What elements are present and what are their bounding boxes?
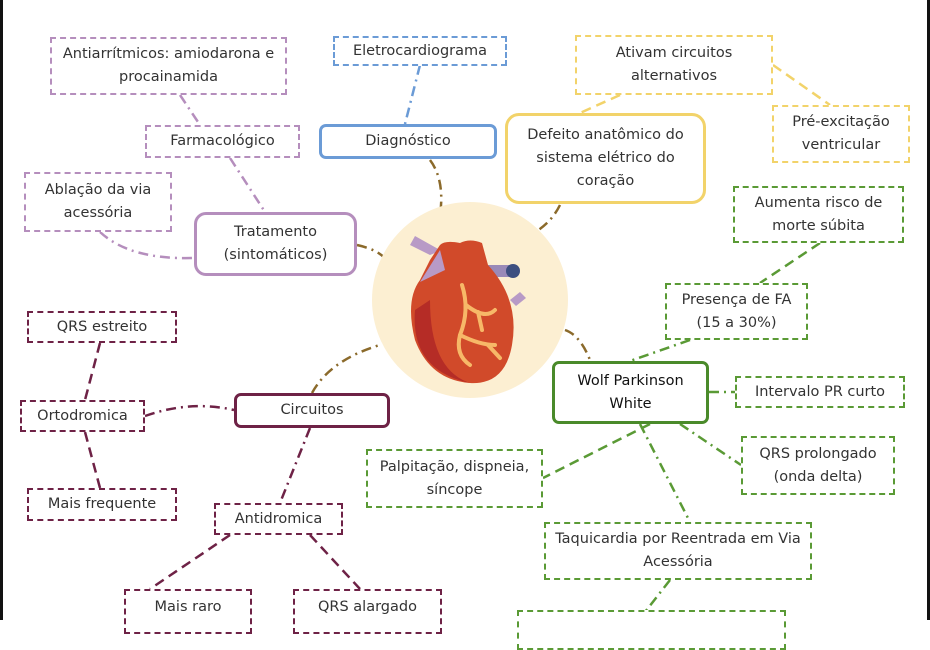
node-qrs-alargado: QRS alargado bbox=[293, 589, 442, 634]
node-antidromica: Antidromica bbox=[214, 503, 343, 535]
node-farmacologico: Farmacológico bbox=[145, 125, 300, 158]
node-qrs-estreito: QRS estreito bbox=[27, 311, 177, 343]
link-tratamento bbox=[356, 243, 390, 263]
node-defeito: Defeito anatômico do sistema elétrico do… bbox=[505, 113, 706, 204]
node-mais-raro: Mais raro bbox=[124, 589, 252, 634]
heart-icon bbox=[410, 236, 526, 384]
node-ablacao: Ablação da via acessória bbox=[24, 172, 172, 232]
node-tratamento: Tratamento (sintomáticos) bbox=[194, 212, 357, 276]
link-defeito bbox=[529, 204, 562, 237]
node-ativam: Ativam circuitos alternativos bbox=[575, 35, 773, 95]
connectors bbox=[83, 63, 831, 613]
node-pre-excitacao: Pré-excitação ventricular bbox=[772, 105, 910, 163]
node-presenca-fa: Presença de FA (15 a 30%) bbox=[665, 283, 808, 340]
node-antiarritmicos: Antiarrítmicos: amiodarona e procainamid… bbox=[50, 37, 287, 95]
node-qrs-prolongado: QRS prolongado (onda delta) bbox=[741, 436, 895, 495]
node-ortodromica: Ortodromica bbox=[20, 400, 145, 432]
node-eletrocardiograma: Eletrocardiograma bbox=[333, 36, 507, 66]
node-bottom-cut-off bbox=[517, 610, 786, 650]
node-wpw: Wolf Parkinson White bbox=[552, 361, 709, 424]
link-wpw bbox=[564, 328, 592, 361]
node-mais-frequente: Mais frequente bbox=[27, 488, 177, 521]
link-circuitos bbox=[310, 343, 381, 394]
node-taquicardia: Taquicardia por Reentrada em Via Acessór… bbox=[544, 522, 812, 580]
node-aumenta-risco: Aumenta risco de morte súbita bbox=[733, 186, 904, 243]
node-intervalo-pr: Intervalo PR curto bbox=[735, 376, 905, 408]
node-palpitacao: Palpitação, dispneia, síncope bbox=[366, 449, 543, 508]
node-circuitos: Circuitos bbox=[234, 393, 390, 428]
link-diagnostico bbox=[428, 159, 443, 216]
node-diagnostico: Diagnóstico bbox=[319, 124, 497, 159]
